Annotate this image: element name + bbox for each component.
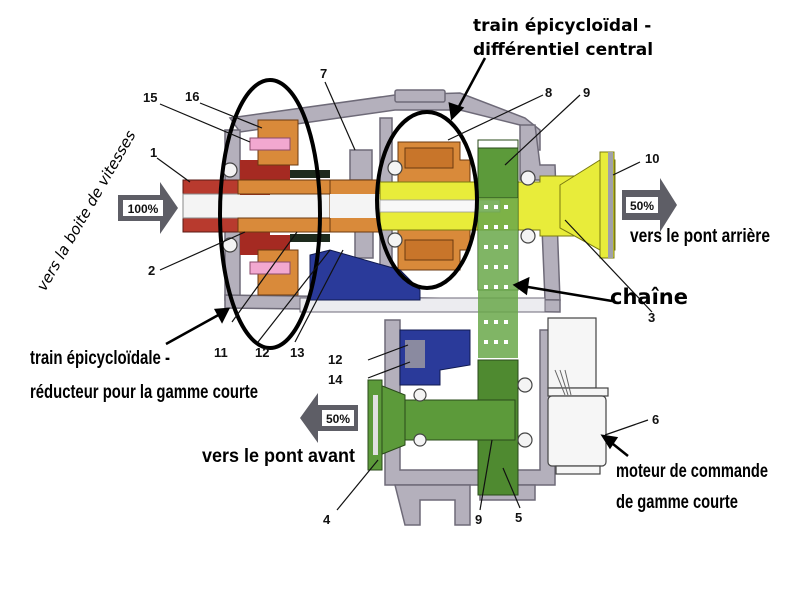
highlight-center-diff-ellipse: [375, 110, 479, 290]
callout-arrows: [165, 57, 629, 457]
highlight-reduction-ellipse: [218, 78, 322, 350]
part-number-11: 11: [214, 345, 228, 360]
part-number-7: 7: [320, 66, 327, 81]
part-number-5: 5: [515, 510, 522, 525]
reduction-planetary: [237, 119, 381, 296]
part-number-3: 3: [648, 310, 655, 325]
part-number-12-upper: 12: [255, 345, 269, 360]
label-reduction-line2: réducteur pour la gamme courte: [30, 382, 258, 403]
label-center-diff-line2: différentiel central: [473, 40, 653, 60]
part-number-10: 10: [645, 151, 659, 166]
range-motor: [547, 317, 609, 475]
chain-drive: [477, 139, 519, 496]
part-number-2: 2: [148, 263, 155, 278]
input-percentage: 100%: [128, 202, 159, 216]
label-motor-line1: moteur de commande: [616, 461, 768, 482]
part-number-16: 16: [185, 89, 199, 104]
leader-lines: [156, 81, 653, 511]
front-output-shaft: [367, 379, 516, 471]
label-rear-axle: vers le pont arrière: [630, 226, 770, 247]
bearings: [222, 160, 536, 448]
label-center-diff-line1: train épicycloïdal -: [473, 16, 651, 36]
label-front-axle: vers le pont avant: [202, 446, 356, 467]
part-number-13: 13: [290, 345, 304, 360]
part-number-6: 6: [652, 412, 659, 427]
part-number-15: 15: [143, 90, 157, 105]
front-percentage: 50%: [326, 412, 350, 426]
rear-output-flange: [559, 151, 616, 259]
flow-arrow-input: 100%: [118, 182, 178, 234]
part-number-8: 8: [545, 85, 552, 100]
part-numbers: 1 2 3 4 5 6 7 8 9 9 10 11 12 13 12 14 15…: [143, 66, 659, 527]
flow-arrow-front: 50%: [300, 393, 358, 443]
label-motor-line2: de gamme courte: [616, 492, 738, 513]
chain-links: [484, 205, 508, 344]
label-chain: chaîne: [610, 285, 688, 309]
part-number-12-lower: 12: [328, 352, 342, 367]
part-number-14: 14: [328, 372, 343, 387]
part-number-9-top: 9: [583, 85, 590, 100]
part-number-1: 1: [150, 145, 157, 160]
flow-arrow-rear: 50%: [622, 178, 677, 232]
part-number-9-bottom: 9: [475, 512, 482, 527]
rear-percentage: 50%: [630, 199, 654, 213]
label-reduction-line1: train épicycloïdale -: [30, 348, 170, 369]
part-number-4: 4: [323, 512, 331, 527]
shift-mechanism: [309, 249, 471, 386]
